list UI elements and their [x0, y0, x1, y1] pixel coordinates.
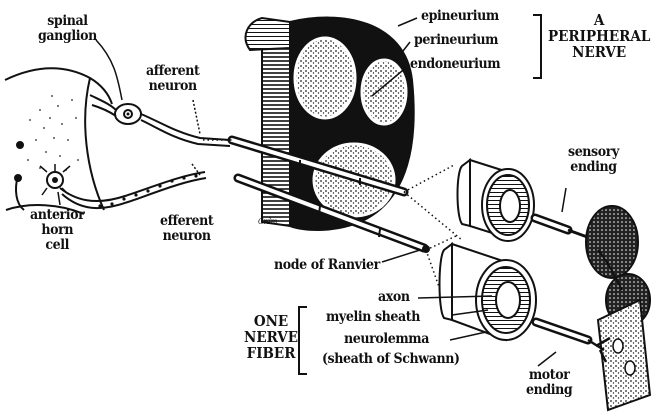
motor-ending	[588, 300, 650, 410]
label-myelin-sheath: myelin sheath	[326, 310, 420, 325]
label-anterior-horn-cell: anterior horn cell	[30, 208, 84, 253]
label-neurolemma: neurolemma	[344, 332, 429, 347]
fascicle-right	[362, 60, 406, 124]
label-afferent-neuron: afferent neuron	[146, 64, 199, 94]
label-perineurium: perineurium	[414, 33, 498, 48]
artist-signature: Grdm	[258, 214, 277, 229]
label-efferent-neuron: efferent neuron	[160, 214, 213, 244]
grey-matter-stipple	[27, 95, 79, 171]
afferent-fiber	[141, 114, 230, 146]
label-a-peripheral-nerve: A PERIPHERAL NERVE	[548, 12, 650, 60]
nerve-bundle	[246, 18, 414, 230]
anterior-horn-cell	[40, 164, 70, 195]
label-sensory-ending: sensory ending	[568, 145, 619, 175]
label-node-of-ranvier: node of Ranvier	[274, 258, 380, 273]
label-axon: axon	[378, 290, 410, 305]
spinal-ganglion	[90, 95, 141, 124]
label-motor-ending: motor ending	[526, 368, 572, 398]
label-one-nerve-fiber: ONE NERVE FIBER	[244, 313, 298, 361]
fiber-cylinder-upper	[458, 160, 569, 241]
label-epineurium: epineurium	[421, 9, 499, 24]
fascicle-upper	[295, 38, 355, 118]
label-spinal-ganglion: spinal ganglion	[38, 14, 97, 44]
fiber-cylinder-lower	[440, 244, 589, 340]
label-sheath-of-schwann: (sheath of Schwann)	[322, 352, 460, 367]
label-endoneurium: endoneurium	[410, 57, 500, 72]
efferent-fiber-beads	[98, 174, 197, 207]
